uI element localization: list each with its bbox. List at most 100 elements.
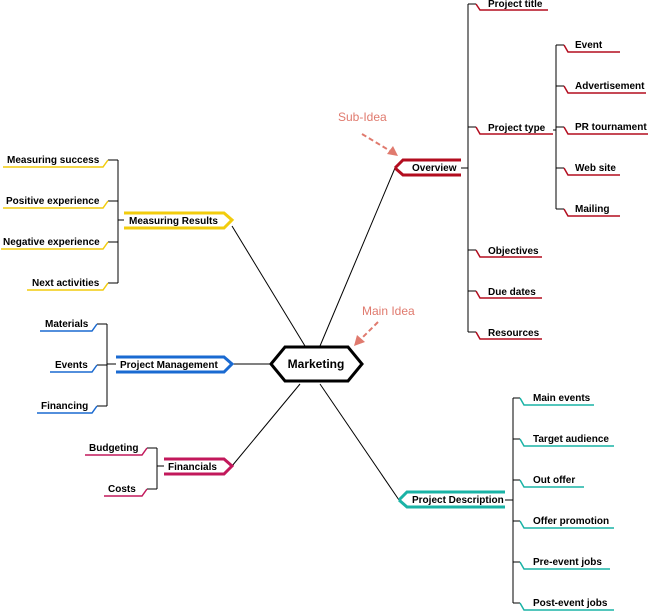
project-description-node-shape [397, 490, 505, 509]
measuring-results-child-underline [1, 241, 109, 250]
center-connectors [231, 167, 400, 501]
annotation-main-idea-arrow [359, 321, 379, 341]
financials-bracket [147, 447, 164, 490]
project-description-child-label: Pre-event jobs [533, 557, 602, 568]
project-description-child-offer-promotion[interactable]: Offer promotion [519, 516, 614, 529]
annotation-main-idea-arrowhead [354, 335, 365, 346]
financials-child-underline [85, 447, 148, 456]
financials-node-shape [164, 457, 235, 476]
project-description-label: Project Description [412, 495, 504, 506]
center-node-shape [269, 345, 364, 383]
measuring-results-child-measuring-success[interactable]: Measuring success [3, 155, 109, 168]
financials-child-label: Costs [108, 484, 136, 495]
overview-child-label: Due dates [488, 287, 536, 298]
project-management-child-underline [50, 364, 98, 373]
project-management-node-shape [116, 355, 235, 374]
financials-child-label: Budgeting [89, 443, 138, 454]
project-type-bracket [553, 44, 564, 210]
financials-child-costs[interactable]: Costs [104, 484, 148, 497]
project-type-child-underline [563, 44, 620, 53]
branch-project-management[interactable]: Project Management Materials Events Fina… [37, 319, 235, 414]
measuring-results-child-label: Positive experience [6, 196, 100, 207]
annotation-main-idea: Main Idea [354, 304, 415, 346]
project-type-child-mailing[interactable]: Mailing [563, 204, 620, 217]
project-management-child-events[interactable]: Events [50, 360, 98, 373]
annotation-main-idea-label: Main Idea [362, 304, 415, 318]
financials-child-budgeting[interactable]: Budgeting [85, 443, 148, 456]
financials-child-underline [104, 488, 148, 497]
project-management-bracket [97, 323, 116, 407]
overview-child-label: Project title [488, 0, 543, 10]
project-management-child-label: Materials [45, 319, 89, 330]
project-management-child-label: Financing [41, 401, 88, 412]
project-type-child-underline [563, 208, 620, 217]
measuring-results-child-label: Measuring success [7, 155, 100, 166]
connector-overview [319, 167, 396, 347]
project-description-child-underline [519, 561, 610, 570]
overview-child-label: Project type [488, 123, 546, 134]
branch-project-description[interactable]: Project Description Main events Target a… [397, 393, 614, 611]
measuring-results-child-underline [3, 159, 109, 168]
overview-child-resources[interactable]: Resources [475, 328, 542, 340]
project-type-child-label: Advertisement [575, 81, 645, 92]
branch-overview[interactable]: Overview Project title Project type Obje… [393, 0, 648, 340]
overview-child-underline [475, 249, 542, 258]
project-type-child-label: PR tournament [575, 122, 647, 133]
overview-child-underline [475, 331, 542, 340]
project-management-child-materials[interactable]: Materials [40, 319, 98, 332]
project-description-child-main-events[interactable]: Main events [519, 393, 594, 406]
project-type-child-web-site[interactable]: Web site [563, 163, 620, 176]
project-description-child-underline [519, 438, 614, 447]
project-description-child-label: Main events [533, 393, 591, 404]
measuring-results-child-label: Next activities [32, 278, 100, 289]
financials-label: Financials [168, 462, 217, 473]
project-description-child-pre-event-jobs[interactable]: Pre-event jobs [519, 557, 610, 570]
measuring-results-child-negative-experience[interactable]: Negative experience [1, 237, 109, 250]
project-management-child-underline [40, 323, 98, 332]
project-type-child-label: Mailing [575, 204, 609, 215]
measuring-results-child-positive-experience[interactable]: Positive experience [3, 196, 109, 209]
branch-financials[interactable]: Financials Budgeting Costs [85, 443, 235, 497]
measuring-results-child-label: Negative experience [3, 237, 100, 248]
overview-child-due-dates[interactable]: Due dates [475, 287, 542, 299]
project-management-child-underline [37, 405, 98, 414]
overview-child-label: Objectives [488, 246, 539, 257]
project-description-child-out-offer[interactable]: Out offer [519, 475, 584, 488]
project-description-bracket [505, 397, 520, 604]
annotation-sub-idea-arrowhead [387, 146, 398, 156]
project-description-child-post-event-jobs[interactable]: Post-event jobs [519, 598, 614, 611]
project-description-child-label: Out offer [533, 475, 575, 486]
project-description-child-target-audience[interactable]: Target audience [519, 434, 614, 447]
project-description-child-label: Post-event jobs [533, 598, 608, 609]
connector-project-description [319, 383, 400, 501]
project-type-child-underline [563, 85, 646, 94]
project-management-child-label: Events [55, 360, 88, 371]
overview-child-objectives[interactable]: Objectives [475, 246, 542, 258]
project-description-child-underline [519, 602, 614, 611]
measuring-results-node-shape [124, 211, 235, 230]
overview-child-project-type[interactable]: Project type [475, 123, 553, 135]
overview-bracket [461, 3, 476, 333]
project-type-child-advertisement[interactable]: Advertisement [563, 81, 646, 94]
center-node[interactable]: Marketing [269, 345, 364, 383]
overview-child-label: Resources [488, 328, 540, 339]
project-management-child-financing[interactable]: Financing [37, 401, 98, 414]
measuring-results-child-next-activities[interactable]: Next activities [27, 278, 109, 291]
branch-measuring-results[interactable]: Measuring Results Measuring success Posi… [1, 155, 235, 291]
project-type-child-event[interactable]: Event [563, 40, 620, 53]
connector-financials [231, 383, 301, 467]
overview-label: Overview [412, 163, 457, 174]
project-management-label: Project Management [120, 360, 218, 371]
project-type-child-underline [563, 167, 620, 176]
measuring-results-bracket [108, 159, 124, 284]
project-description-child-label: Target audience [533, 434, 609, 445]
connector-measuring-results [231, 225, 306, 347]
center-label: Marketing [288, 357, 345, 371]
project-type-child-label: Event [575, 40, 603, 51]
measuring-results-label: Measuring Results [129, 216, 218, 227]
overview-child-project-title[interactable]: Project title [475, 0, 548, 11]
overview-child-underline [475, 126, 553, 135]
project-type-child-pr-tournament[interactable]: PR tournament [563, 122, 648, 135]
project-description-child-label: Offer promotion [533, 516, 609, 527]
